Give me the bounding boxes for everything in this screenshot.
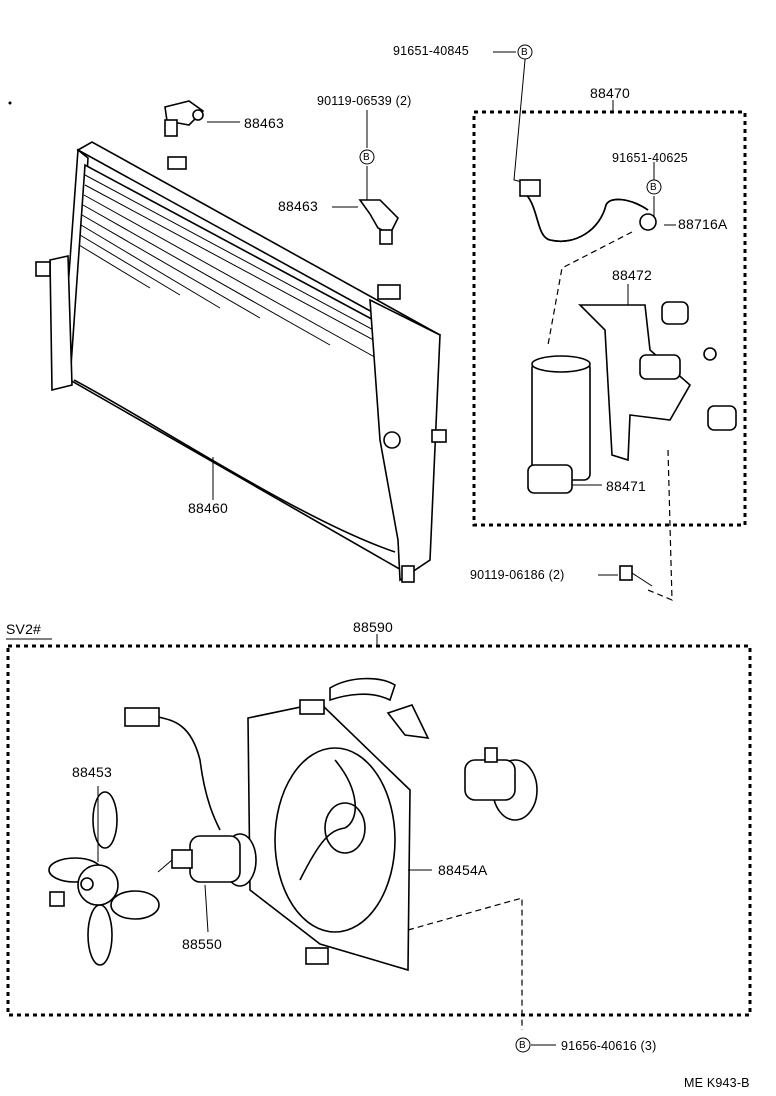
b-marker-text: B bbox=[650, 182, 657, 193]
label-88454a: 88454A bbox=[438, 862, 488, 878]
pipe-88716a bbox=[519, 179, 657, 242]
label-sv2: SV2# bbox=[6, 621, 42, 637]
fan-blade-88453 bbox=[48, 791, 160, 966]
label-91651-40625: 91651-40625 bbox=[612, 151, 688, 165]
label-88463-top: 88463 bbox=[244, 115, 284, 131]
label-88460: 88460 bbox=[188, 500, 228, 516]
condenser-illustration bbox=[35, 141, 447, 583]
b-marker-text: B bbox=[519, 1040, 526, 1051]
label-88470: 88470 bbox=[590, 85, 630, 101]
b-markers bbox=[359, 44, 662, 1053]
b-marker-text: B bbox=[521, 47, 528, 58]
bracket-88463-mid bbox=[358, 199, 399, 245]
receiver-group-box bbox=[472, 110, 747, 527]
label-88471: 88471 bbox=[606, 478, 646, 494]
label-88716a: 88716A bbox=[678, 216, 728, 232]
label-90119-06539: 90119-06539 (2) bbox=[317, 94, 412, 108]
fan-group-box bbox=[6, 644, 752, 1017]
fan-motor-88550 bbox=[124, 707, 257, 887]
drawing-code: ME K943-B bbox=[684, 1076, 750, 1090]
label-88463-mid: 88463 bbox=[278, 198, 318, 214]
leader-lines-lower bbox=[97, 786, 556, 1046]
label-91651-40845: 91651-40845 bbox=[393, 44, 469, 58]
label-90119-06186: 90119-06186 (2) bbox=[470, 568, 565, 582]
receiver-dryer-88471 bbox=[527, 355, 591, 494]
label-91656-40616: 91656-40616 (3) bbox=[561, 1039, 657, 1053]
bracket-88463-top bbox=[164, 100, 205, 137]
fan-motor-right bbox=[464, 747, 538, 821]
label-88590: 88590 bbox=[353, 619, 393, 635]
bolt-90119-06186 bbox=[619, 565, 653, 587]
shroud-88454a bbox=[247, 677, 430, 972]
label-88453: 88453 bbox=[72, 764, 112, 780]
label-88472: 88472 bbox=[612, 267, 652, 283]
bracket-88472 bbox=[578, 301, 737, 462]
b-marker-text: B bbox=[363, 152, 370, 163]
label-88550: 88550 bbox=[182, 936, 222, 952]
